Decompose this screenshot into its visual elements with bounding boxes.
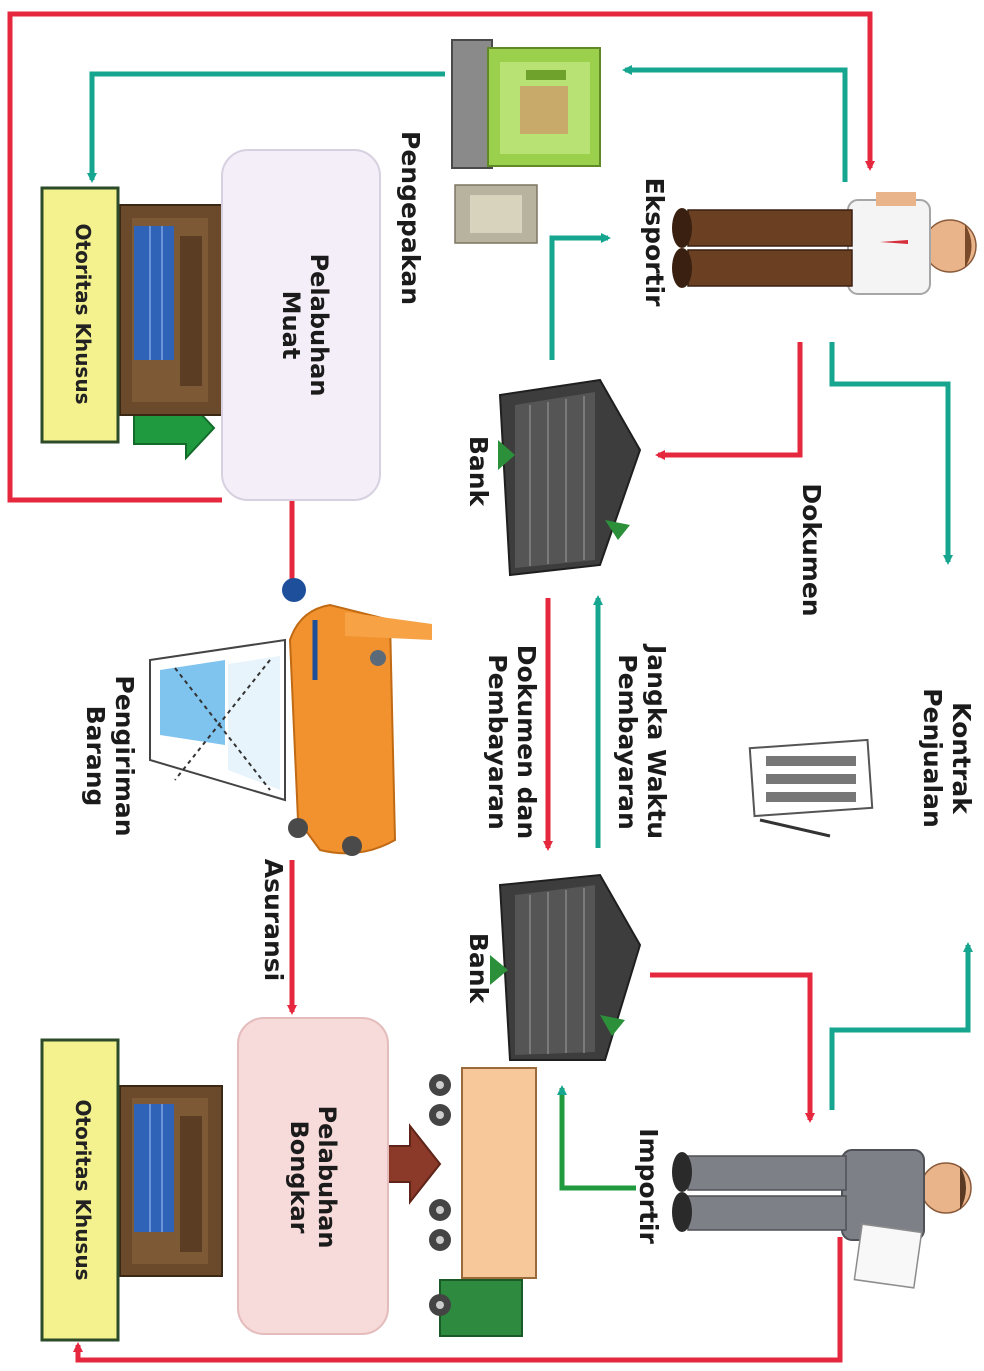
contract-document-icon bbox=[748, 738, 874, 838]
pelabuhan-muat-box bbox=[221, 149, 381, 501]
label-eksportir: Eksportir bbox=[640, 177, 669, 307]
label-jangka-waktu: Jangka Waktu Pembayaran bbox=[613, 645, 671, 839]
bank-building-icon bbox=[498, 378, 642, 577]
label-otoritas-khusus-top: Otoritas Khusus bbox=[71, 223, 95, 405]
otoritas-box-top bbox=[40, 186, 120, 444]
label-asuransi: Asuransi bbox=[259, 858, 288, 982]
arrow-importer-to-truck bbox=[557, 1085, 636, 1191]
label-dokumen: Dokumen bbox=[797, 483, 826, 617]
arrow-bank-to-importer bbox=[650, 972, 815, 1123]
pelabuhan-bongkar-box bbox=[237, 1017, 389, 1335]
label-pengepakan: Pengepakan bbox=[396, 131, 425, 305]
loop-arrow-exporter bbox=[7, 11, 875, 503]
cargo-ship-icon bbox=[149, 638, 286, 802]
customs-building-icon bbox=[119, 1085, 223, 1277]
label-dokumen-pembayaran: Dokumen dan Pembayaran bbox=[483, 644, 541, 840]
label-otoritas-khusus-bottom: Otoritas Khusus bbox=[71, 1099, 95, 1281]
label-importir: Importir bbox=[634, 1128, 663, 1244]
truck-icon bbox=[429, 1067, 537, 1337]
label-bank-exporter: Bank bbox=[464, 435, 493, 507]
label-kontrak-penjualan: Kontrak Penjualan bbox=[918, 688, 976, 828]
cargo-airplane-icon bbox=[282, 578, 432, 856]
label-pelabuhan-bongkar: Pelabuhan Bongkar bbox=[285, 1105, 341, 1249]
arrow-packing-to-otoritas bbox=[87, 71, 445, 183]
arrow-exporter-to-packing bbox=[622, 65, 848, 182]
businessman-icon bbox=[672, 192, 977, 295]
arrow-dokumen bbox=[655, 342, 803, 460]
otoritas-box-bottom bbox=[40, 1038, 120, 1342]
bank-building-icon bbox=[490, 873, 642, 1061]
label-bank-importer: Bank bbox=[464, 932, 493, 1004]
label-pelabuhan-muat: Pelabuhan Muat bbox=[277, 253, 333, 397]
label-pengiriman-barang: Pengiriman Barang bbox=[81, 675, 139, 837]
customs-building-icon bbox=[119, 204, 223, 416]
arrow-bank-to-exporter bbox=[549, 233, 611, 360]
businessman-icon bbox=[672, 1149, 972, 1289]
loop-arrow-importer bbox=[73, 1237, 843, 1363]
packing-boxes-icon bbox=[451, 39, 601, 244]
arrow-importer-to-contract bbox=[829, 942, 973, 1110]
arrow-exporter-to-contract bbox=[829, 342, 953, 565]
